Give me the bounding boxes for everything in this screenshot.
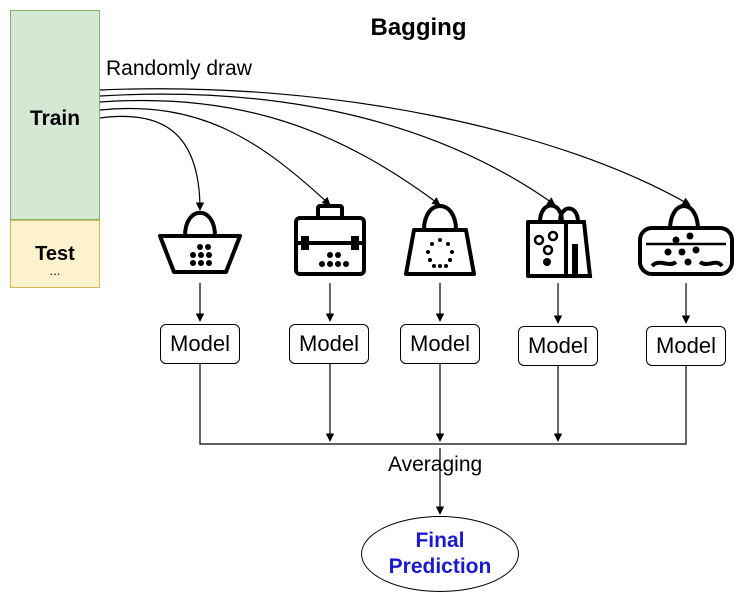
- train-set-box: Train: [10, 10, 100, 220]
- draw-arrow-1: [99, 115, 205, 211]
- test-label: Test: [35, 243, 75, 265]
- handbag-icon: [404, 204, 476, 276]
- averaging-connectors: [199, 364, 687, 515]
- random-draw-arrows: [99, 88, 691, 211]
- basket-icon: [158, 210, 242, 274]
- diagram-title: Bagging: [370, 14, 467, 41]
- final-prediction-line2: Prediction: [388, 555, 492, 578]
- model-box-2: Model: [289, 324, 369, 364]
- shopping-bag-icon: [526, 203, 593, 278]
- draw-arrow-3: [99, 99, 441, 206]
- draw-arrow-2: [99, 107, 331, 206]
- test-set-box: Test ...: [10, 220, 100, 288]
- model-box-5: Model: [646, 326, 726, 366]
- draw-arrow-4: [99, 93, 556, 206]
- bag-to-model-arrows: [195, 283, 691, 324]
- final-prediction-ellipse: Final Prediction: [361, 516, 519, 592]
- averaging-label: Averaging: [388, 453, 483, 476]
- final-prediction-line1: Final: [415, 529, 465, 552]
- draw-arrow-5: [99, 88, 691, 206]
- model-box-1: Model: [160, 324, 240, 364]
- briefcase-icon: [294, 204, 366, 276]
- randomly-draw-label: Randomly draw: [106, 57, 252, 80]
- test-ellipsis: ...: [49, 263, 61, 278]
- train-label: Train: [29, 107, 81, 130]
- model-box-4: Model: [518, 326, 598, 366]
- model-box-3: Model: [400, 324, 480, 364]
- duffel-bag-icon: [638, 204, 734, 276]
